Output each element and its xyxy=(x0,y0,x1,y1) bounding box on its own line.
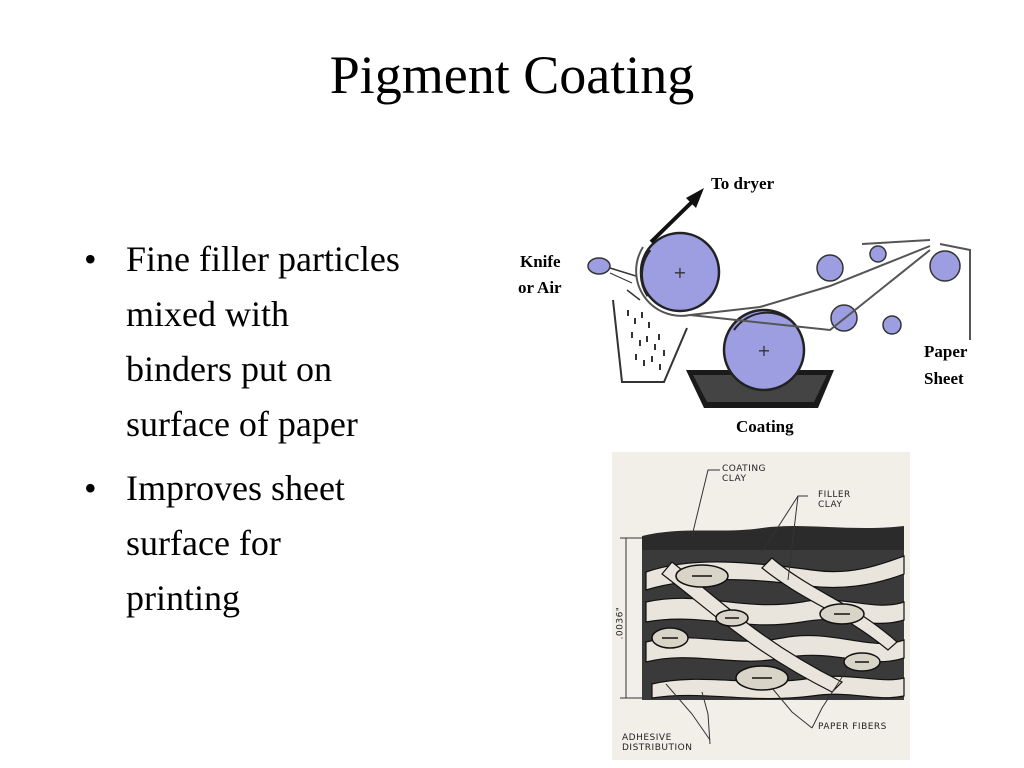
spray-droplets xyxy=(627,310,665,370)
label-thickness: .0036" xyxy=(615,606,626,640)
bullet-line: Improves sheet xyxy=(126,468,345,508)
label-coating-clay-2: CLAY xyxy=(722,474,747,484)
label-filler-clay: FILLER xyxy=(818,490,851,500)
bullet-line: binders put on xyxy=(126,349,332,389)
label-adhesive-distribution: DISTRIBUTION xyxy=(622,743,693,753)
knife-applicator xyxy=(587,257,688,383)
label-filler-clay-2: CLAY xyxy=(818,500,843,510)
svg-text:+: + xyxy=(757,341,770,360)
bullet-marker: • xyxy=(84,239,97,279)
paper-cross-section-figure: COATING CLAY FILLER CLAY .0036" ADHESIVE… xyxy=(612,452,910,760)
cross-section-drawing xyxy=(620,469,905,745)
label-to-dryer: To dryer xyxy=(711,174,775,193)
bullet-item: • Improves sheet surface for printing xyxy=(84,461,484,626)
bullet-item: • Fine filler particles mixed with binde… xyxy=(84,232,484,452)
svg-text:+: + xyxy=(673,263,686,282)
to-dryer-arrow xyxy=(649,188,704,244)
label-knife-or-air: or Air xyxy=(518,278,562,297)
label-coating: Coating xyxy=(736,417,794,436)
label-paper: Paper xyxy=(924,342,968,361)
coating-roll: + xyxy=(722,308,806,392)
bullet-line: Fine filler particles xyxy=(126,239,400,279)
slide-title: Pigment Coating xyxy=(329,45,695,105)
label-knife: Knife xyxy=(520,252,561,271)
bullet-marker: • xyxy=(84,468,97,508)
coating-machine-diagram: + + xyxy=(587,188,971,408)
label-adhesive: ADHESIVE xyxy=(622,733,672,743)
guide-rolls xyxy=(816,245,961,335)
label-paper-fibers: PAPER FIBERS xyxy=(818,722,887,732)
paper-web xyxy=(635,239,971,340)
bullet-line: mixed with xyxy=(126,294,289,334)
label-paper-sheet: Sheet xyxy=(924,369,964,388)
top-roll: + xyxy=(639,231,721,313)
bullet-line: surface for xyxy=(126,523,281,563)
bullet-line: surface of paper xyxy=(126,404,358,444)
bullet-list: • Fine filler particles mixed with binde… xyxy=(84,232,484,635)
label-coating-clay: COATING xyxy=(722,464,767,474)
bullet-line: printing xyxy=(126,578,240,618)
